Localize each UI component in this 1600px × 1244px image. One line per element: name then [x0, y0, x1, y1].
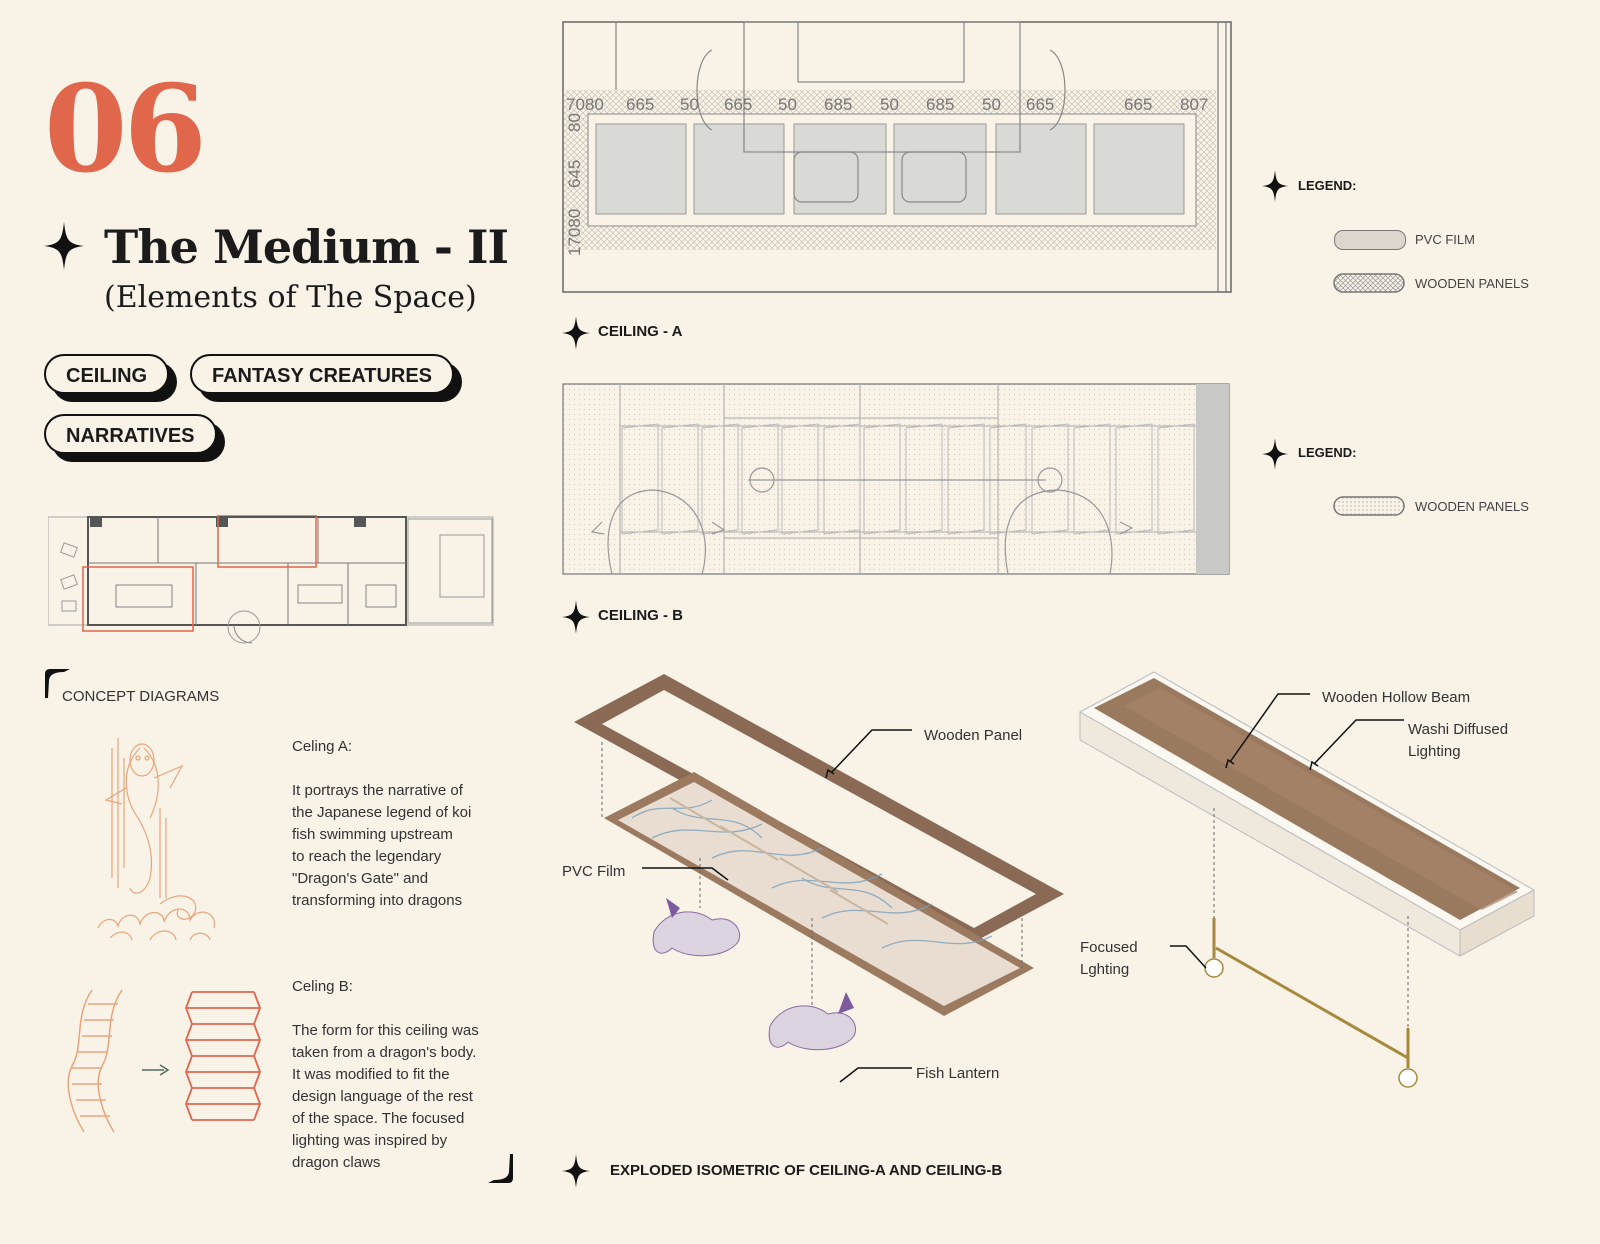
tag-fantasy-creatures[interactable]: FANTASY CREATURES	[190, 354, 455, 394]
wooden-panels-swatch	[1333, 496, 1405, 516]
label-fish-lantern: Fish Lantern	[916, 1065, 999, 1082]
sparkle-icon	[1262, 170, 1288, 202]
isometric-caption: EXPLODED ISOMETRIC OF CEILING-A AND CEIL…	[610, 1162, 1003, 1179]
ceiling-b-plan	[562, 383, 1230, 575]
ceiling-b-title: Celing B:	[292, 978, 353, 995]
label-focused-line-2: Lghting	[1080, 961, 1129, 978]
label-pvc-film: PVC Film	[562, 863, 625, 880]
sparkle-icon	[44, 222, 84, 270]
svg-text:7080: 7080	[566, 95, 604, 114]
corner-bracket-icon	[45, 669, 70, 698]
svg-text:665: 665	[1124, 95, 1152, 114]
isometric-ceiling-a: Wooden Panel PVC Film Fish Lantern	[562, 674, 1064, 1083]
ceiling-b-description: The form for this ceiling was taken from…	[292, 1022, 479, 1171]
section-number: 06	[44, 59, 207, 200]
ceiling-b-caption: CEILING - B	[598, 607, 683, 624]
label-washi-line-2: Lighting	[1408, 743, 1461, 760]
floor-plan-thumbnail	[48, 515, 494, 644]
ceiling-a-description: It portrays the narrative of the Japanes…	[292, 782, 472, 909]
legend-pvc-film: PVC FILM	[1415, 232, 1475, 247]
svg-text:685: 685	[926, 95, 954, 114]
sparkle-icon	[562, 316, 590, 350]
svg-text:17080: 17080	[565, 209, 584, 256]
tag-narratives[interactable]: NARRATIVES	[44, 414, 217, 454]
svg-text:50: 50	[778, 95, 797, 114]
page-subtitle: (Elements of The Space)	[104, 280, 477, 315]
svg-text:665: 665	[626, 95, 654, 114]
svg-text:685: 685	[824, 95, 852, 114]
ceiling-a-title: Celing A:	[292, 738, 353, 755]
pvc-film-swatch	[1334, 230, 1406, 250]
label-focused-line-1: Focused	[1080, 939, 1138, 956]
koi-fish-sketch	[97, 738, 216, 941]
page-title: The Medium - II	[104, 220, 509, 274]
svg-text:807: 807	[1180, 95, 1208, 114]
legend-wooden-panels-b: WOODEN PANELS	[1415, 499, 1529, 514]
tag-ceiling[interactable]: CEILING	[44, 354, 170, 394]
svg-text:665: 665	[724, 95, 752, 114]
svg-text:645: 645	[565, 160, 584, 188]
ceiling-a-caption: CEILING - A	[598, 323, 683, 340]
sparkle-icon	[562, 1154, 590, 1188]
legend-b-title: LEGEND:	[1298, 445, 1357, 460]
wooden-panels-swatch	[1333, 273, 1405, 293]
label-washi-line-1: Washi Diffused	[1408, 721, 1508, 738]
svg-text:50: 50	[880, 95, 899, 114]
dragon-body-sketch	[67, 989, 261, 1133]
svg-text:50: 50	[680, 95, 699, 114]
label-wooden-hollow-beam: Wooden Hollow Beam	[1322, 689, 1470, 706]
concept-heading: CONCEPT DIAGRAMS	[62, 688, 220, 705]
svg-text:665: 665	[1026, 95, 1054, 114]
isometric-ceiling-b: Wooden Hollow Beam Washi Diffused Lighti…	[1078, 671, 1536, 1088]
label-wooden-panel: Wooden Panel	[924, 727, 1022, 744]
sparkle-icon	[1262, 438, 1288, 470]
legend-a-title: LEGEND:	[1298, 178, 1357, 193]
legend-wooden-panels: WOODEN PANELS	[1415, 276, 1529, 291]
sparkle-icon	[562, 600, 590, 634]
ceiling-a-plan: 7080 665 50 665 50 685 50 685 50 665 665…	[562, 21, 1232, 293]
svg-text:80: 80	[565, 113, 584, 132]
corner-bracket-icon	[488, 1154, 513, 1183]
svg-text:50: 50	[982, 95, 1001, 114]
